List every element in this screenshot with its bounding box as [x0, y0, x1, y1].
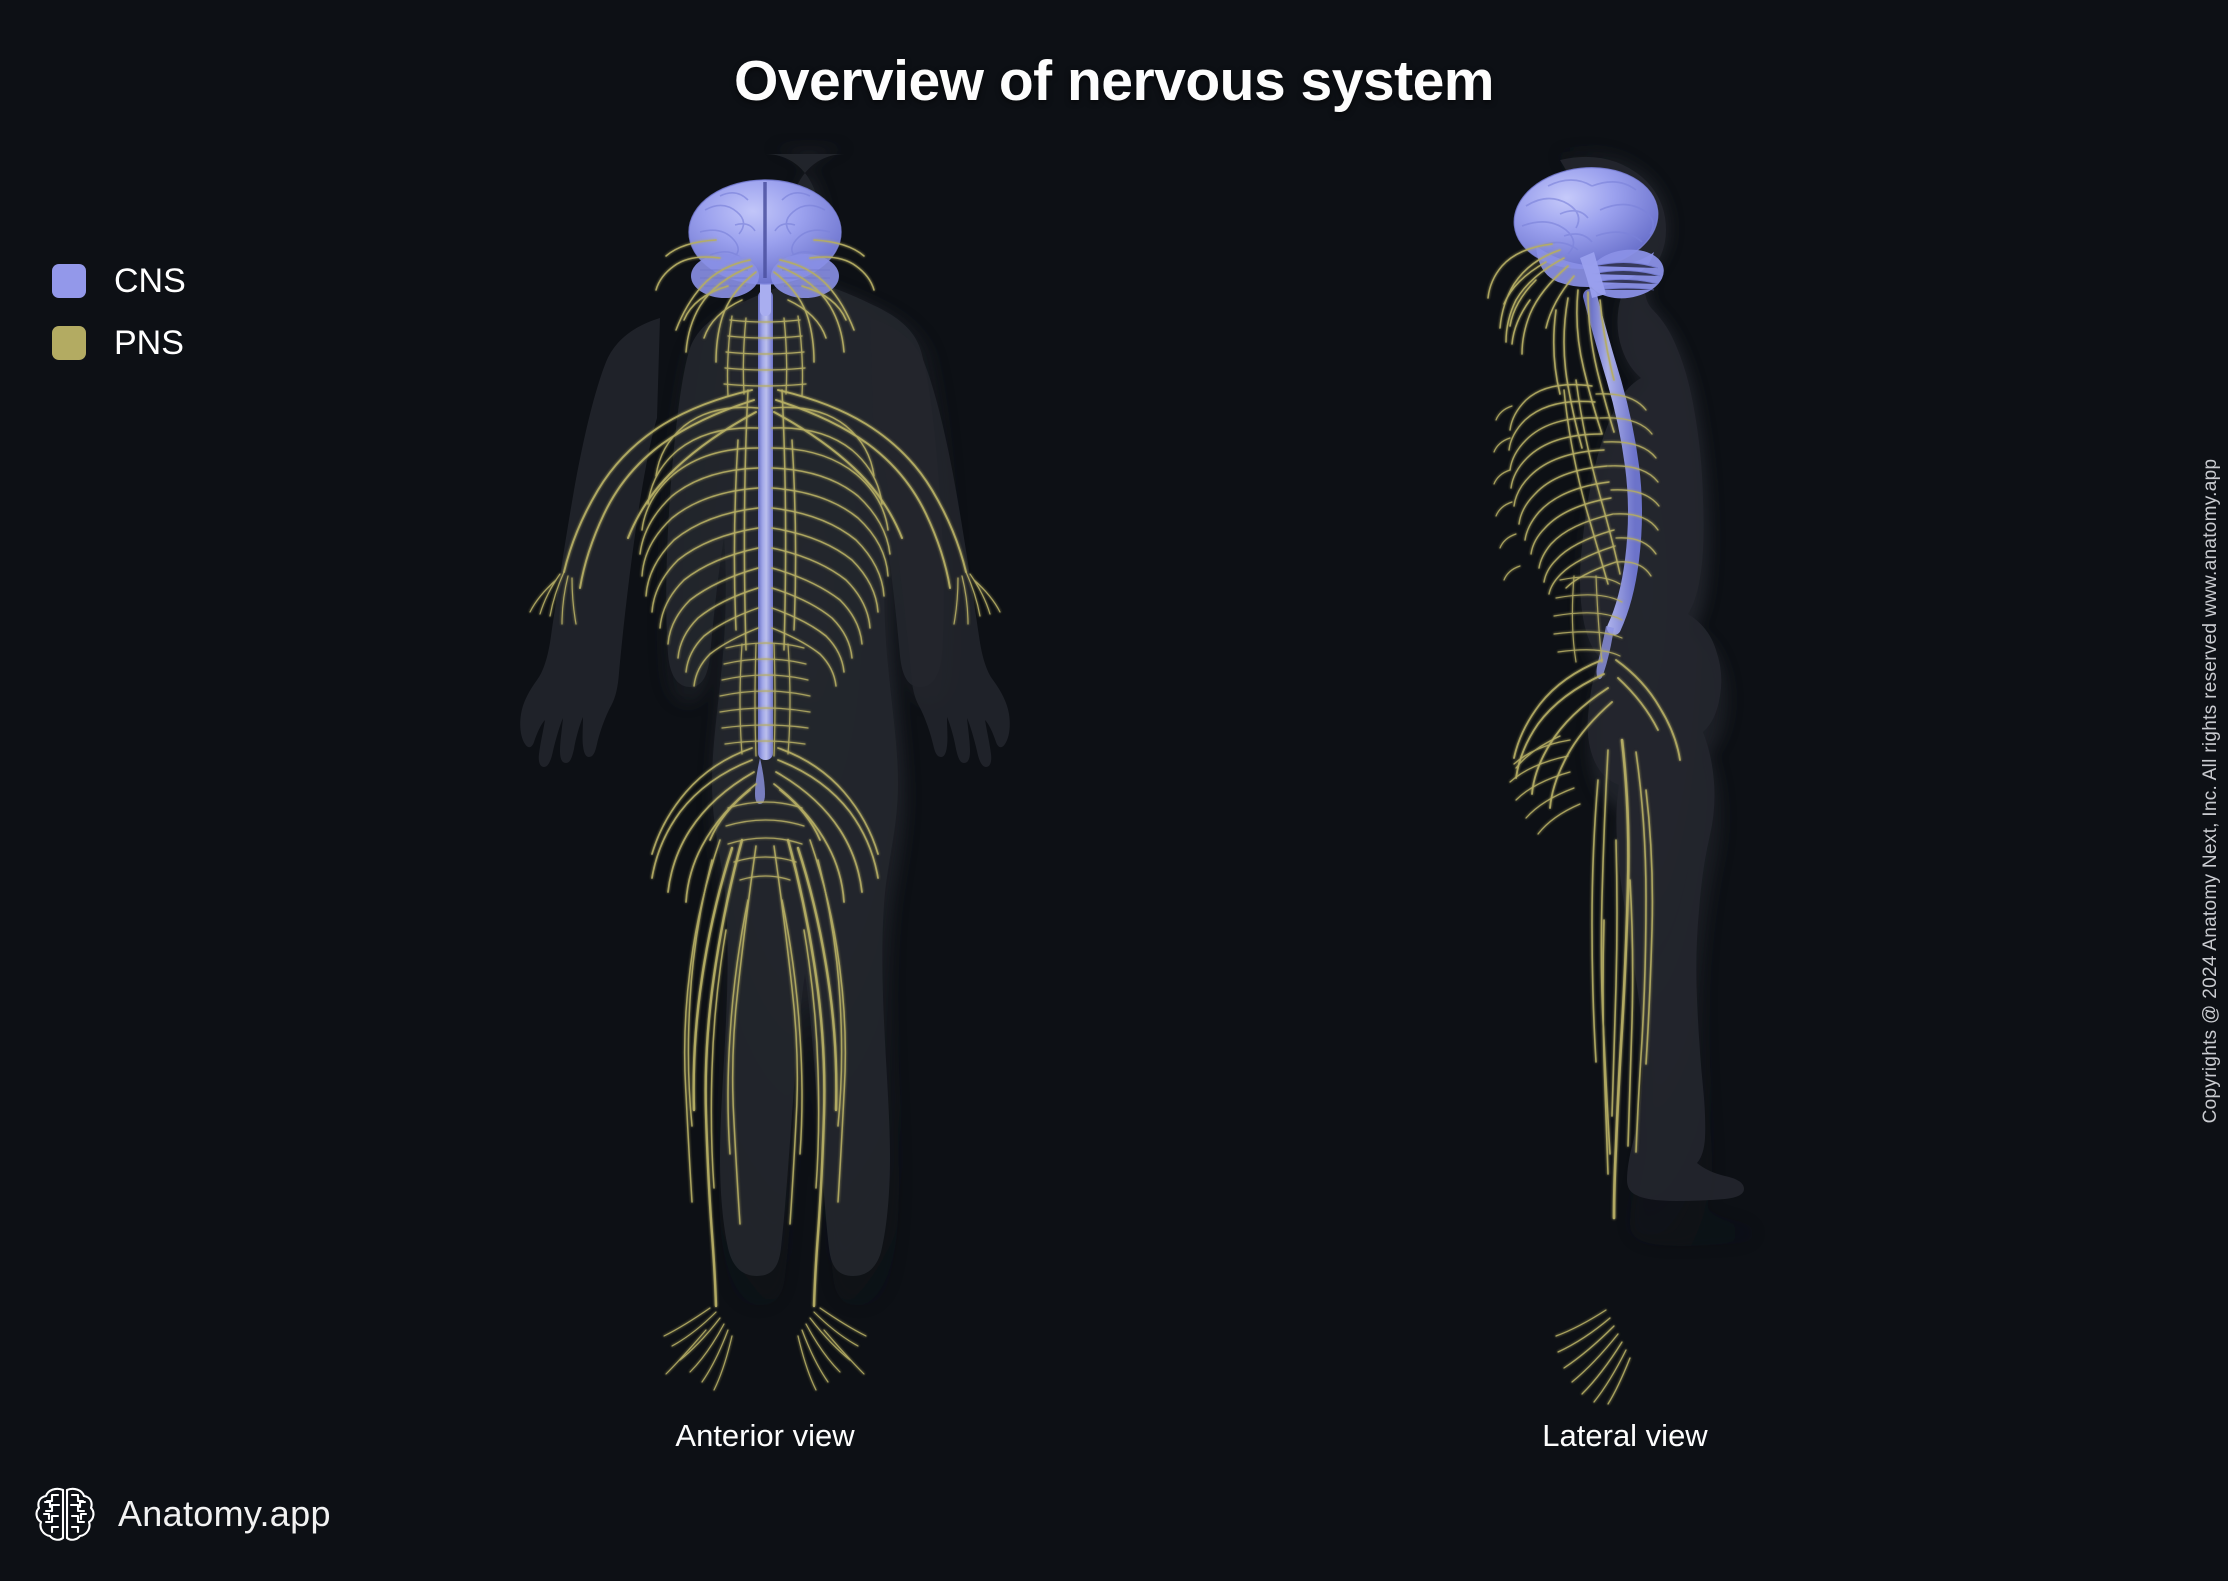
- copyright-notice: Copyrights @ 2024 Anatomy Next, Inc. All…: [2200, 458, 2221, 1123]
- page-title: Overview of nervous system: [733, 49, 1495, 113]
- legend-swatch-pns: [52, 326, 86, 360]
- spinal-cord-lateral: [1583, 289, 1642, 680]
- legend-label-pns: PNS: [114, 324, 184, 362]
- legend-item-cns[interactable]: CNS: [52, 250, 186, 312]
- brand-name: Anatomy.app: [118, 1493, 331, 1534]
- figure-anterior-view[interactable]: [520, 140, 1010, 1430]
- caption-lateral-view: Lateral view: [1542, 1418, 1708, 1453]
- legend-label-cns: CNS: [114, 262, 186, 300]
- peripheral-nerves-lateral: [1487, 243, 1681, 1405]
- figure-lateral-view[interactable]: [1440, 140, 1810, 1430]
- lateral-anatomy-svg: [1487, 150, 1754, 1405]
- brain-logo-icon: [35, 1487, 95, 1541]
- legend: CNS PNS: [52, 250, 186, 374]
- peripheral-nerves-anterior: [529, 239, 1001, 1391]
- brain-anterior: [688, 179, 842, 298]
- anterior-anatomy-svg: [520, 148, 1010, 1391]
- legend-item-pns[interactable]: PNS: [52, 312, 186, 374]
- legend-swatch-cns: [52, 264, 86, 298]
- body-silhouette-lateral: [1558, 150, 1754, 1247]
- brand-logo[interactable]: Anatomy.app: [34, 1483, 331, 1545]
- brain-lateral: [1513, 167, 1664, 299]
- caption-anterior-view: Anterior view: [675, 1418, 855, 1453]
